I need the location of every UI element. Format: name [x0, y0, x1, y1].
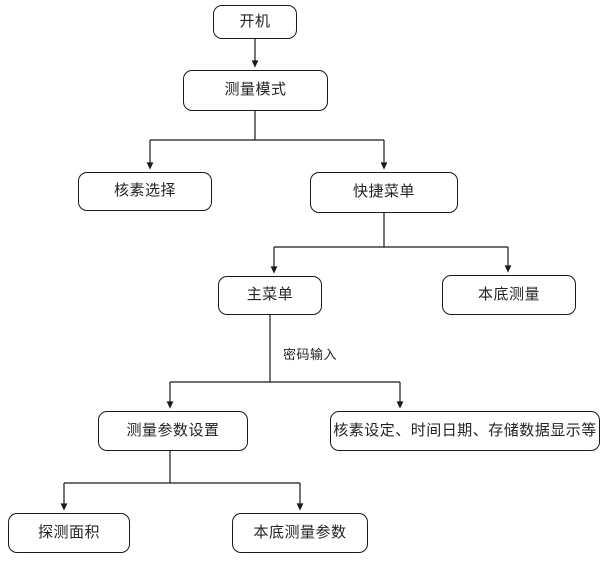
- node-measure-param-setting-label: 测量参数设置: [126, 422, 220, 439]
- node-nuclide-time-storage[interactable]: 核素设定、时间日期、存储数据显示等: [330, 411, 600, 451]
- node-background-measure-label: 本底测量: [477, 286, 540, 303]
- node-background-measure-param[interactable]: 本底测量参数: [232, 513, 368, 553]
- node-quick-menu-label: 快捷菜单: [352, 184, 415, 200]
- edge-measure-mode-split: [146, 111, 388, 170]
- node-detect-area-label: 探测面积: [37, 524, 100, 541]
- edge-measure-param-split: [60, 451, 304, 511]
- node-nuclide-time-storage-label: 核素设定、时间日期、存储数据显示等: [333, 422, 597, 439]
- node-power-on-label: 开机: [239, 13, 271, 30]
- node-main-menu-label: 主菜单: [246, 287, 294, 303]
- node-nuclide-select-label: 核素选择: [113, 183, 176, 199]
- node-nuclide-select[interactable]: 核素选择: [78, 172, 212, 211]
- node-measure-param-setting[interactable]: 测量参数设置: [98, 411, 248, 451]
- node-measure-mode[interactable]: 测量模式: [183, 70, 328, 111]
- node-power-on[interactable]: 开机: [213, 5, 297, 39]
- node-background-measure[interactable]: 本底测量: [442, 275, 576, 315]
- node-detect-area[interactable]: 探测面积: [8, 513, 130, 553]
- node-main-menu[interactable]: 主菜单: [218, 276, 322, 315]
- node-quick-menu[interactable]: 快捷菜单: [310, 172, 458, 213]
- node-measure-mode-label: 测量模式: [224, 82, 287, 98]
- node-background-measure-param-label: 本底测量参数: [253, 524, 347, 541]
- edge-label-password-input: 密码输入: [283, 347, 338, 362]
- edge-quick-menu-split: [270, 213, 512, 274]
